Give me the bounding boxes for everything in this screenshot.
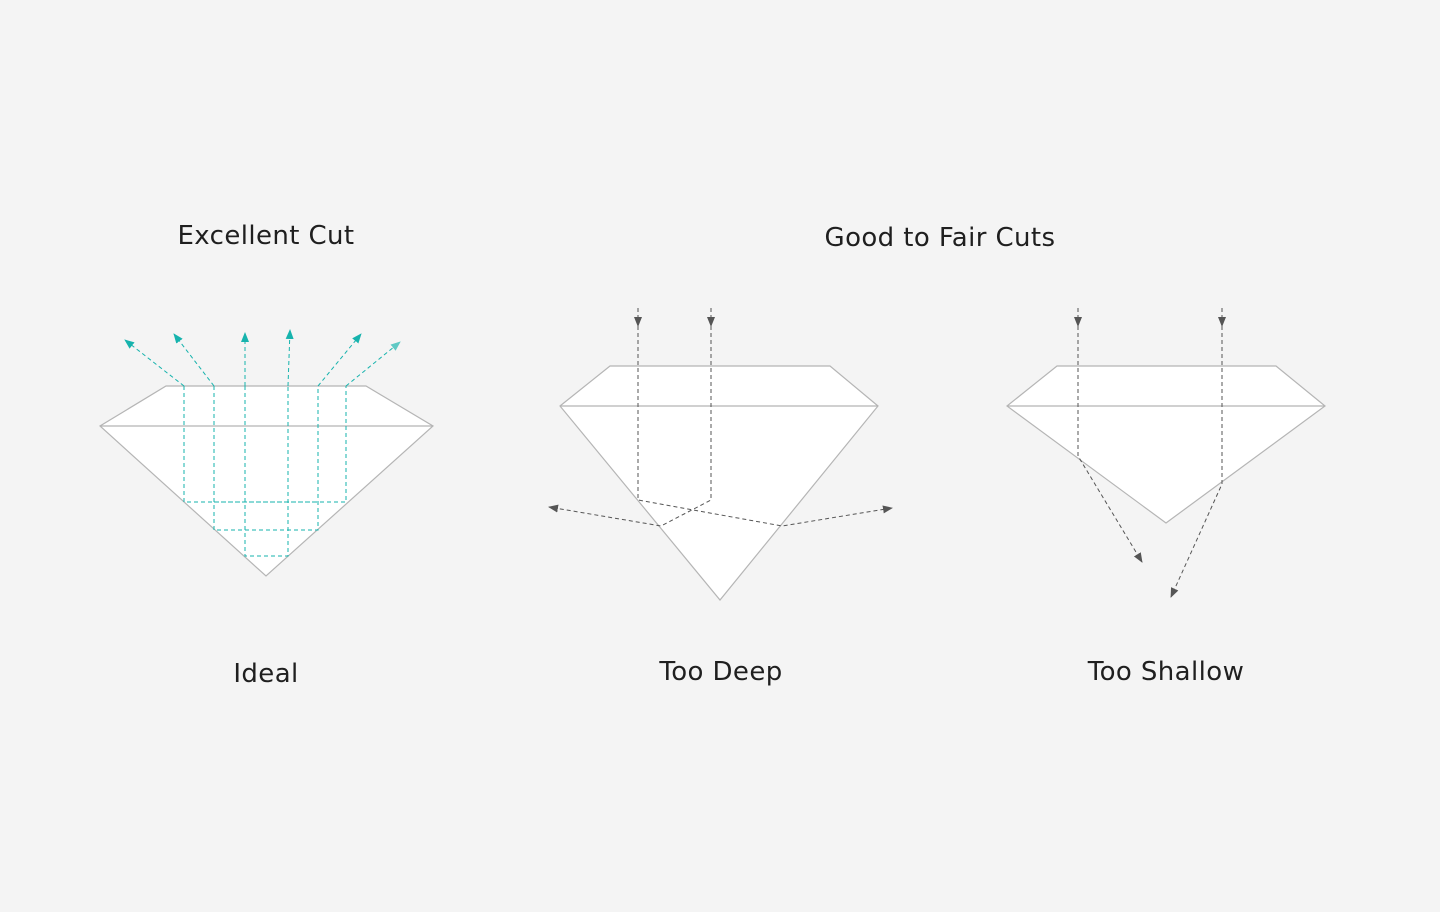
shallow-light-paths — [1074, 308, 1226, 598]
ideal-exit-ray-6 — [345, 341, 401, 387]
ideal-light-paths — [124, 329, 401, 557]
deep-diamond — [559, 365, 879, 601]
shallow-path-left — [1077, 326, 1143, 563]
deep-diamond-body — [559, 365, 879, 601]
ideal-path-inner — [244, 386, 289, 557]
ideal-exit-ray-1 — [124, 339, 185, 387]
ideal-diamond — [98, 385, 435, 577]
ideal-exit-ray-2 — [173, 333, 215, 387]
caption-too-deep: Too Deep — [659, 657, 783, 687]
deep-light-paths — [548, 308, 893, 527]
ideal-exit-ray-5 — [317, 333, 362, 387]
shallow-path-right — [1170, 326, 1223, 598]
shallow-diamond — [1006, 365, 1326, 524]
ideal-diamond-body — [98, 385, 435, 577]
deep-path-left — [637, 326, 893, 527]
ideal-exit-ray-4 — [285, 329, 294, 387]
caption-ideal: Ideal — [233, 659, 299, 689]
title-good-to-fair-cuts: Good to Fair Cuts — [824, 223, 1056, 253]
deep-path-right — [548, 326, 712, 527]
shallow-diamond-body — [1006, 365, 1326, 524]
caption-too-shallow: Too Shallow — [1087, 657, 1245, 687]
title-excellent-cut: Excellent Cut — [177, 221, 355, 251]
ideal-path-middle — [213, 386, 319, 531]
